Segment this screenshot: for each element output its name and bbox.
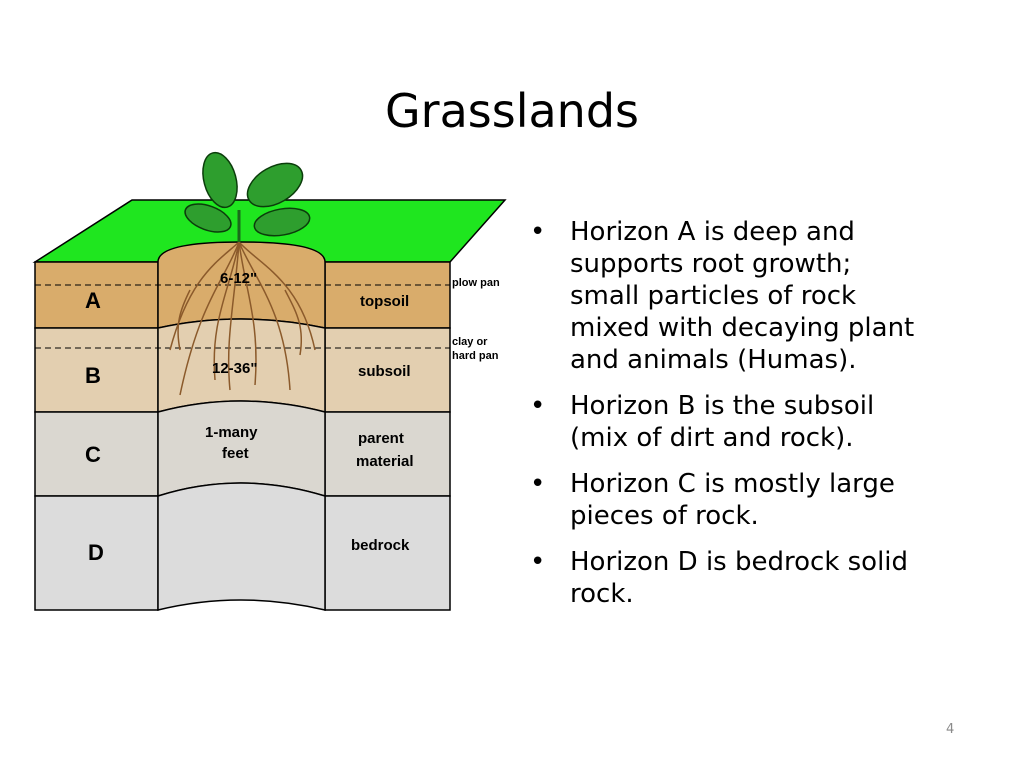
- bullet-line: supports root growth;: [570, 249, 852, 279]
- left-parent-layer: [34, 411, 159, 497]
- depth-label-a: 6-12": [220, 270, 257, 287]
- bullet-line: mixed with decaying plant: [570, 313, 915, 343]
- left-topsoil-layer: [34, 261, 159, 329]
- bullet-line: Horizon C is mostly large: [570, 469, 895, 499]
- depth-label-c-line1: 1-many: [205, 424, 258, 441]
- horizon-letter-d: D: [88, 540, 104, 565]
- depth-label-b: 12-36": [212, 360, 257, 377]
- horizon-letter-b: B: [85, 363, 101, 388]
- bullet-item: • Horizon A is deep and supports root gr…: [530, 216, 1000, 376]
- slide-title: Grasslands: [385, 84, 639, 138]
- bullet-marker: •: [530, 217, 546, 247]
- soil-profile-diagram: A B C D 6-12" 12-36" 1-many feet topsoil…: [32, 151, 507, 611]
- bullet-line: rock.: [570, 579, 634, 609]
- bullet-line: and animals (Humas).: [570, 345, 857, 375]
- bullet-marker: •: [530, 547, 546, 577]
- layer-name-subsoil: subsoil: [358, 363, 411, 380]
- layer-name-parent: parent: [358, 430, 404, 447]
- bullet-list: • Horizon A is deep and supports root gr…: [530, 216, 1000, 624]
- bullet-line: (mix of dirt and rock).: [570, 423, 854, 453]
- page-number: 4: [946, 722, 955, 737]
- plant-roots: [169, 241, 316, 396]
- layer-name-topsoil: topsoil: [360, 293, 409, 310]
- side-label-hard-pan: hard pan: [452, 350, 499, 362]
- bullet-line: Horizon D is bedrock solid: [570, 547, 909, 577]
- bullet-line: Horizon B is the subsoil: [570, 391, 875, 421]
- layer-name-material: material: [356, 453, 414, 470]
- horizon-letter-c: C: [85, 442, 101, 467]
- bullet-line: Horizon A is deep and: [570, 217, 855, 247]
- bullet-marker: •: [530, 469, 546, 499]
- plant-leaves: [184, 151, 311, 242]
- bullet-marker: •: [530, 391, 546, 421]
- bullet-line: pieces of rock.: [570, 501, 759, 531]
- bullet-item: • Horizon D is bedrock solid rock.: [530, 546, 1000, 610]
- left-bedrock-layer: [34, 495, 159, 611]
- depth-label-c-line2: feet: [222, 445, 249, 462]
- center-bedrock: [157, 482, 326, 611]
- bullet-line: small particles of rock: [570, 281, 857, 311]
- bullet-item: • Horizon C is mostly large pieces of ro…: [530, 468, 1000, 532]
- bullet-item: • Horizon B is the subsoil (mix of dirt …: [530, 390, 1000, 454]
- horizon-letter-a: A: [85, 288, 101, 313]
- side-label-plow-pan: plow pan: [452, 277, 500, 289]
- side-label-clay-or: clay or: [452, 336, 488, 348]
- right-bedrock-layer: [324, 495, 451, 611]
- layer-name-bedrock: bedrock: [351, 537, 410, 554]
